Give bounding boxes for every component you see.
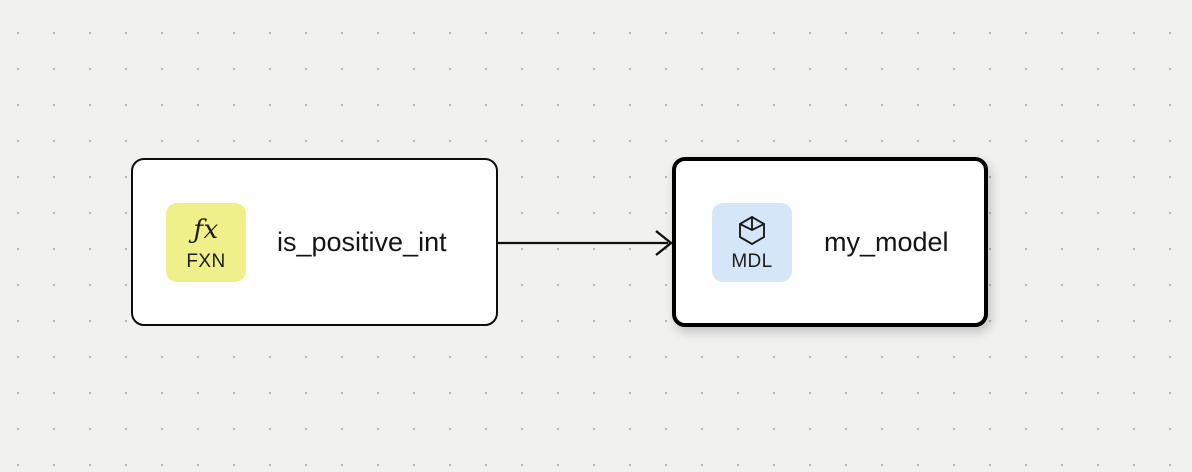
- node-my-model[interactable]: MDL my_model: [672, 157, 988, 327]
- cube-icon: [737, 213, 767, 247]
- node-title: is_positive_int: [277, 226, 447, 257]
- node-badge-abbr: FXN: [186, 251, 226, 272]
- node-badge-abbr: MDL: [731, 251, 773, 272]
- function-fx-icon: ƒx: [193, 213, 218, 247]
- node-badge-mdl: MDL: [712, 202, 792, 282]
- edge-arrowhead-icon: [655, 230, 673, 256]
- node-badge-fxn: ƒx FXN: [166, 202, 246, 282]
- node-title: my_model: [824, 226, 949, 257]
- edge-fxn-to-mdl[interactable]: [498, 230, 673, 256]
- fx-glyph-text: ƒx: [193, 215, 219, 245]
- node-is-positive-int[interactable]: ƒx FXN is_positive_int: [131, 158, 498, 326]
